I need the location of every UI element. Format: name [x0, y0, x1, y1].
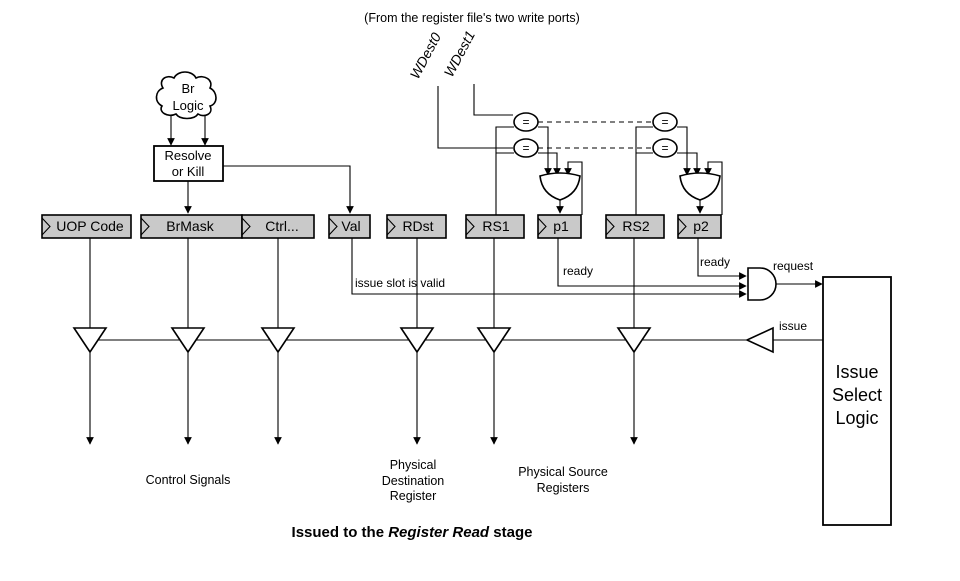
footer-suffix: stage	[489, 524, 532, 541]
field-rs1: RS1	[465, 214, 525, 239]
resolve-text-2: or Kill	[172, 164, 205, 179]
comparator-rs1-wdest0: =	[513, 138, 539, 158]
phys-dest-label-1: Physical	[390, 458, 437, 472]
issue-driver-triangle	[745, 326, 774, 354]
field-p1: p1	[537, 214, 582, 239]
control-signals-label: Control Signals	[146, 473, 231, 487]
comparator-rs1-wdest1: =	[513, 112, 539, 132]
svg-text:Issue: Issue	[835, 362, 878, 382]
svg-text:BrMask: BrMask	[166, 218, 214, 234]
svg-text:Logic: Logic	[835, 408, 878, 428]
issue-slot-valid-label: issue slot is valid	[355, 276, 445, 290]
phys-src-label-2: Registers	[537, 481, 590, 495]
request-label: request	[773, 259, 814, 273]
br-logic-text-2: Logic	[172, 98, 204, 113]
resolve-text-1: Resolve	[165, 148, 212, 163]
field-rs2: RS2	[605, 214, 665, 239]
footer-emphasis: Register Read	[388, 524, 490, 541]
svg-text:=: =	[522, 115, 529, 129]
svg-text:=: =	[661, 115, 668, 129]
svg-text:p2: p2	[693, 218, 709, 234]
ready-label-2: ready	[700, 255, 730, 269]
and-gate-request	[747, 267, 777, 301]
footer-caption: Issued to the Register Read stage	[292, 524, 533, 541]
svg-text:Ctrl...: Ctrl...	[265, 218, 298, 234]
svg-text:Select: Select	[832, 385, 882, 405]
comparator-rs2-wdest0: =	[652, 138, 678, 158]
field-rdst: RDst	[386, 214, 447, 239]
svg-text:p1: p1	[553, 218, 569, 234]
field-uop-code: UOP Code	[41, 214, 132, 239]
field-ctrl: Ctrl...	[241, 214, 315, 239]
svg-text:RS1: RS1	[482, 218, 509, 234]
svg-text:UOP Code: UOP Code	[56, 218, 124, 234]
br-logic-text-1: Br	[182, 81, 196, 96]
field-val: Val	[328, 214, 371, 239]
buffer-uop-code	[72, 238, 108, 445]
phys-src-label-1: Physical Source	[518, 465, 608, 479]
buffer-br-mask	[170, 238, 206, 445]
svg-text:RDst: RDst	[402, 218, 433, 234]
phys-dest-label-2: Destination	[382, 474, 445, 488]
field-p2: p2	[677, 214, 722, 239]
issue-select-logic: Issue Select Logic	[822, 276, 892, 526]
wdest0-label: WDest0	[407, 30, 445, 82]
comparator-rs2-wdest1: =	[652, 112, 678, 132]
or-gate-p1	[539, 172, 581, 201]
svg-text:RS2: RS2	[622, 218, 649, 234]
buffer-ctrl	[260, 238, 296, 445]
resolve-or-kill-block: Resolve or Kill	[153, 145, 224, 182]
or-gate-p2	[679, 172, 721, 201]
br-logic-cloud: Br Logic	[155, 71, 217, 120]
field-br-mask: BrMask	[140, 214, 243, 239]
buffer-rs1	[476, 238, 512, 445]
ready-label-1: ready	[563, 264, 593, 278]
buffer-rdst	[399, 238, 435, 445]
issue-label: issue	[779, 319, 807, 333]
footer-prefix: Issued to the	[292, 524, 389, 541]
svg-text:=: =	[661, 141, 668, 155]
svg-text:=: =	[522, 141, 529, 155]
phys-dest-label-3: Register	[390, 489, 437, 503]
top-note: (From the register file's two write port…	[364, 11, 580, 25]
svg-text:Val: Val	[341, 218, 360, 234]
buffer-rs2	[616, 238, 652, 445]
wdest1-label: WDest1	[441, 28, 479, 79]
